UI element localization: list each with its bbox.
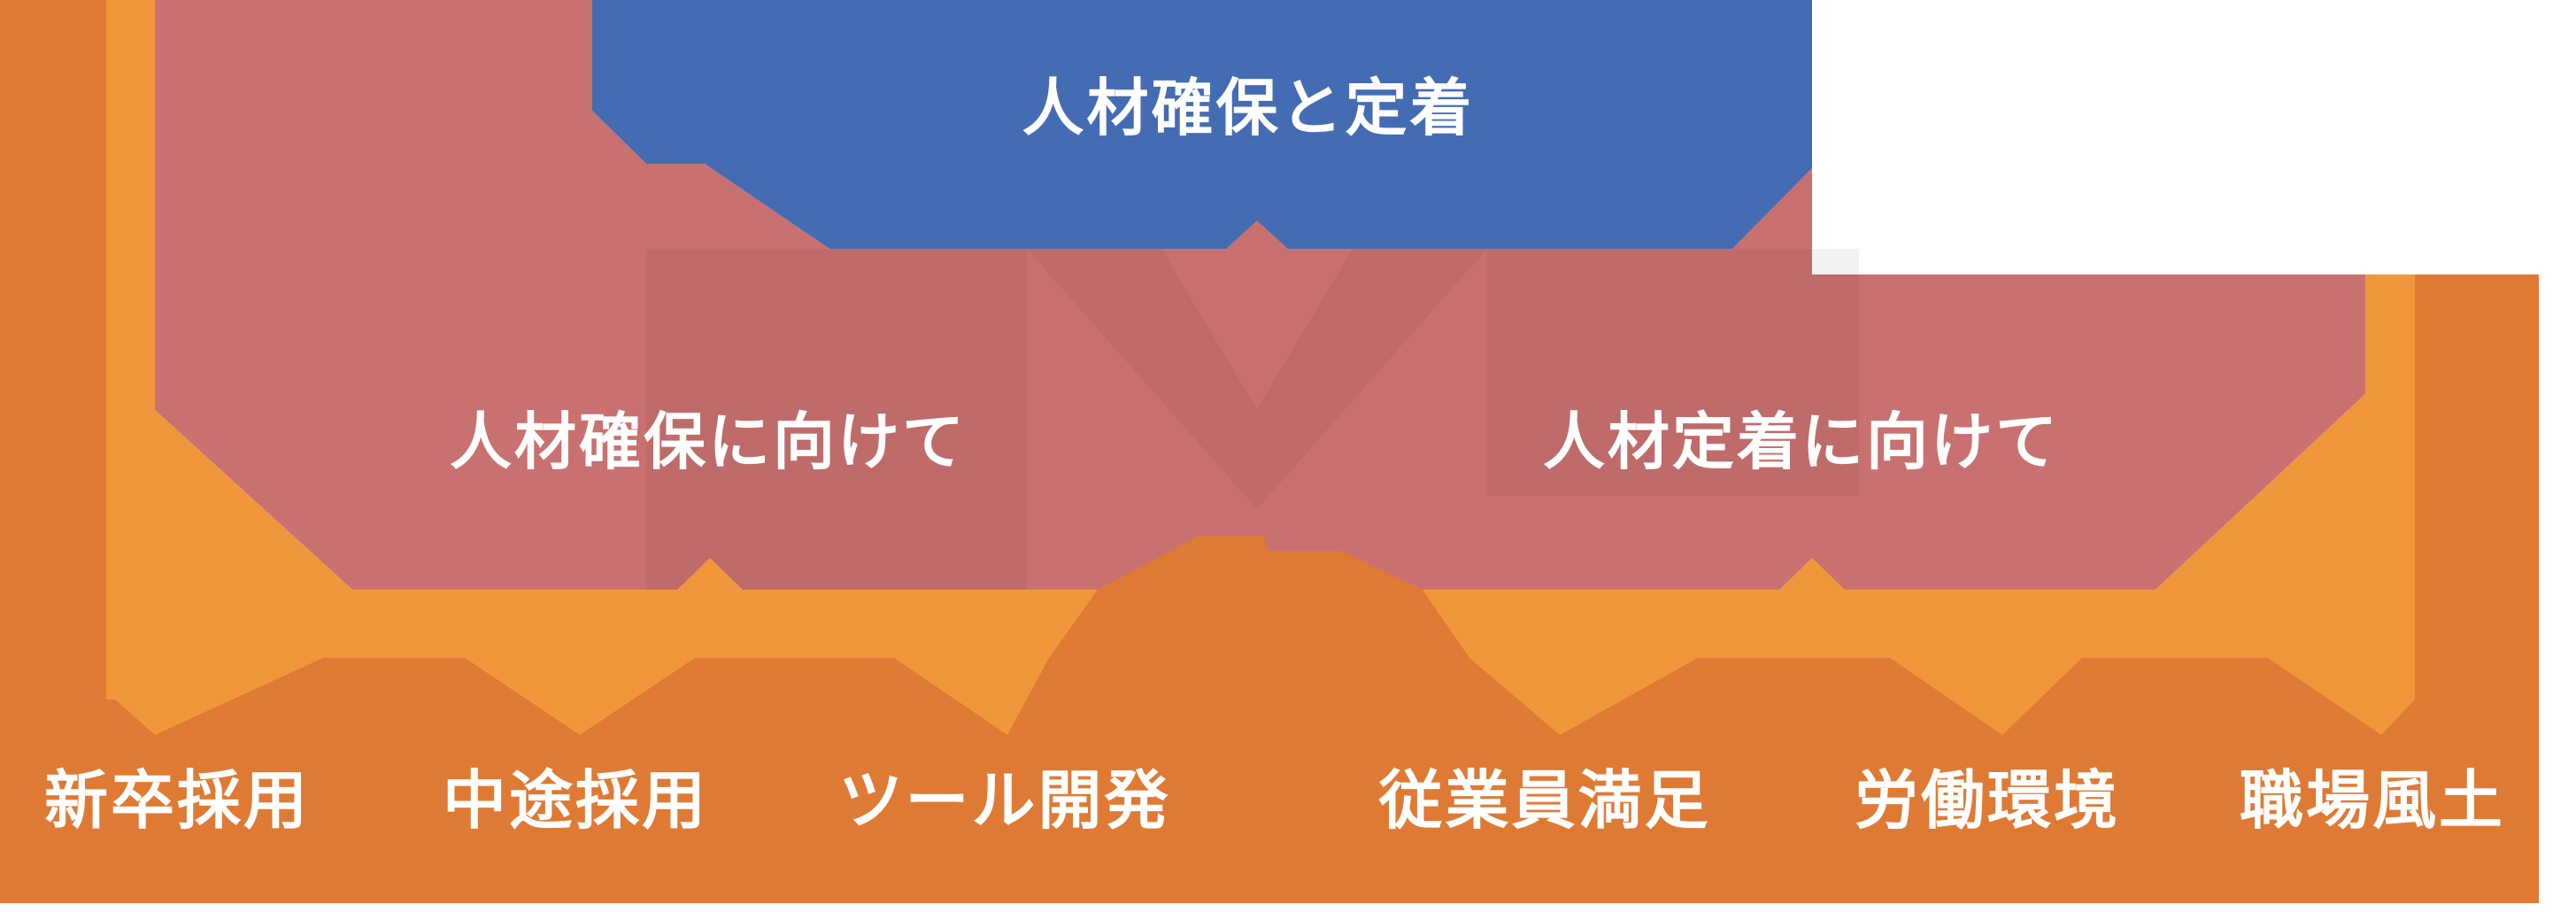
funnel-right — [1423, 274, 2415, 735]
salmon-overlap-chevron — [1027, 249, 1487, 509]
salmon-overlap-left — [646, 249, 1027, 590]
title-label: 人材確保と定着 — [1022, 73, 1475, 143]
middle-band — [155, 0, 2365, 590]
item-label-workplace-culture: 職場風土 — [2240, 766, 2505, 837]
salmon-overlap-right — [1487, 249, 1859, 496]
item-label-mid-career-hiring: 中途採用 — [443, 766, 708, 837]
center-wedge — [1007, 536, 1560, 735]
item-label-new-grad-hiring: 新卒採用 — [44, 766, 310, 837]
top-level-box — [592, 0, 1812, 249]
mid-label-retention: 人材定着に向けて — [1543, 407, 2060, 476]
right-edge-stripe — [2415, 274, 2539, 903]
item-label-employee-satisfaction: 従業員満足 — [1377, 766, 1710, 837]
left-edge-stripe — [0, 0, 106, 903]
item-label-work-environment: 労働環境 — [1855, 766, 2120, 837]
item-label-tool-development: ツール開発 — [838, 766, 1170, 837]
funnel-left — [106, 0, 1098, 735]
mid-label-securing: 人材確保に向けて — [450, 407, 967, 476]
